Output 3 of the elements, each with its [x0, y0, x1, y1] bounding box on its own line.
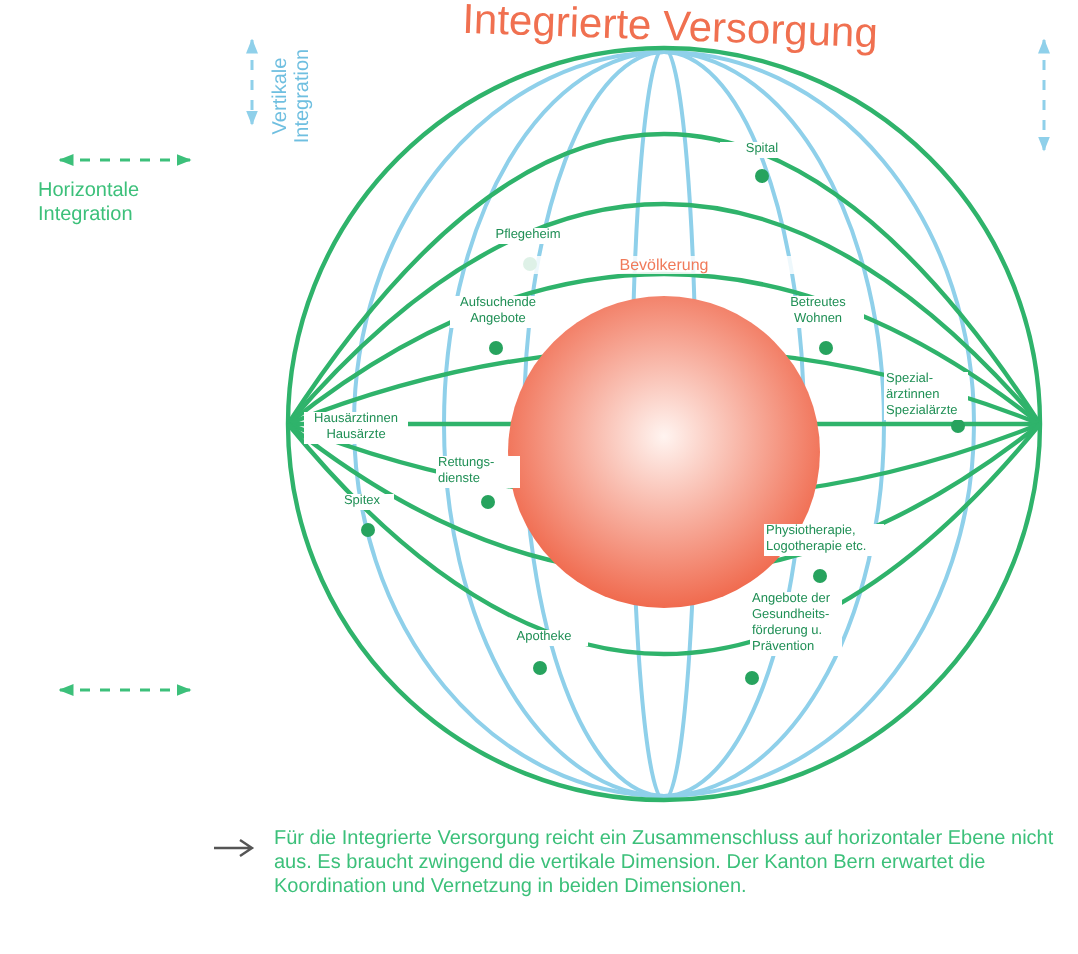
axis-label: Vertikale Integration: [270, 46, 314, 148]
caption: Für die Integrierte Versorgung reicht ein Zusammenschluss auf horizontaler Ebene nicht aus. Es braucht zwingend die vertikale Dimension. Der Kanton Bern erwartet die Koordination und Vernetzung in beiden Dimensionen.: [274, 828, 1056, 900]
title: Integrierte Versorgung: [459, 0, 881, 61]
